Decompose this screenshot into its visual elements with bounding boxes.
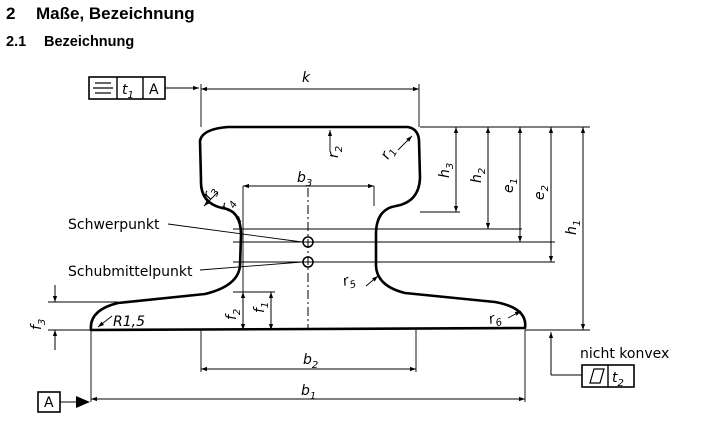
datum-a: A (37, 391, 90, 413)
section-heading: 2 Maße, Bezeichnung (6, 4, 195, 24)
dim-h1-label: h1 (564, 220, 583, 235)
svg-text:t1: t1 (122, 82, 134, 101)
dim-f3-label: f3 (29, 319, 48, 330)
section-title: Maße, Bezeichnung (36, 4, 195, 23)
dim-h2-label: h2 (469, 168, 488, 183)
dim-b1-label: b1 (301, 383, 316, 402)
svg-text:t2: t2 (612, 370, 624, 389)
subsection-title: Bezeichnung (44, 34, 135, 50)
dim-f1-label: f1 (252, 302, 271, 313)
nicht-konvex-label: nicht konvex (580, 346, 669, 362)
dim-b3-label: b3 (297, 170, 312, 189)
subsection-number: 2.1 (6, 34, 27, 50)
symmetry-icon (93, 82, 113, 94)
datum-a-label: A (44, 395, 54, 411)
dim-e1-label: e1 (501, 178, 520, 193)
subsection-heading: 2.1 Bezeichnung (6, 34, 134, 50)
radius-r4-label: r4 (218, 195, 241, 215)
dim-b2-label: b2 (303, 352, 318, 371)
dim-h3-label: h3 (437, 163, 456, 178)
radius-r3-label: r3 (200, 183, 223, 203)
flatness-tolerance-frame: nicht konvex t2 (548, 332, 669, 389)
symmetry-tolerance-frame: t1 A (88, 76, 166, 101)
radius-r2-label: r2 (326, 146, 345, 158)
dim-f2-label: f2 (224, 309, 243, 320)
dim-k-label: k (302, 70, 311, 86)
symmetry-datum-ref: A (149, 82, 159, 98)
dim-e2-label: e2 (532, 185, 551, 200)
rail-profile-outline (89, 125, 527, 332)
radius-r6-label: r6 (487, 309, 504, 330)
flatness-icon (589, 368, 605, 384)
radius-r5-label: r5 (341, 271, 358, 292)
section-number: 2 (6, 4, 16, 23)
schubmittelpunkt-label: Schubmittelpunkt (68, 264, 193, 280)
schwerpunkt-label: Schwerpunkt (68, 217, 160, 233)
radius-r1-label: r1 (378, 143, 401, 163)
radius-note-label: R1,5 (113, 314, 145, 330)
